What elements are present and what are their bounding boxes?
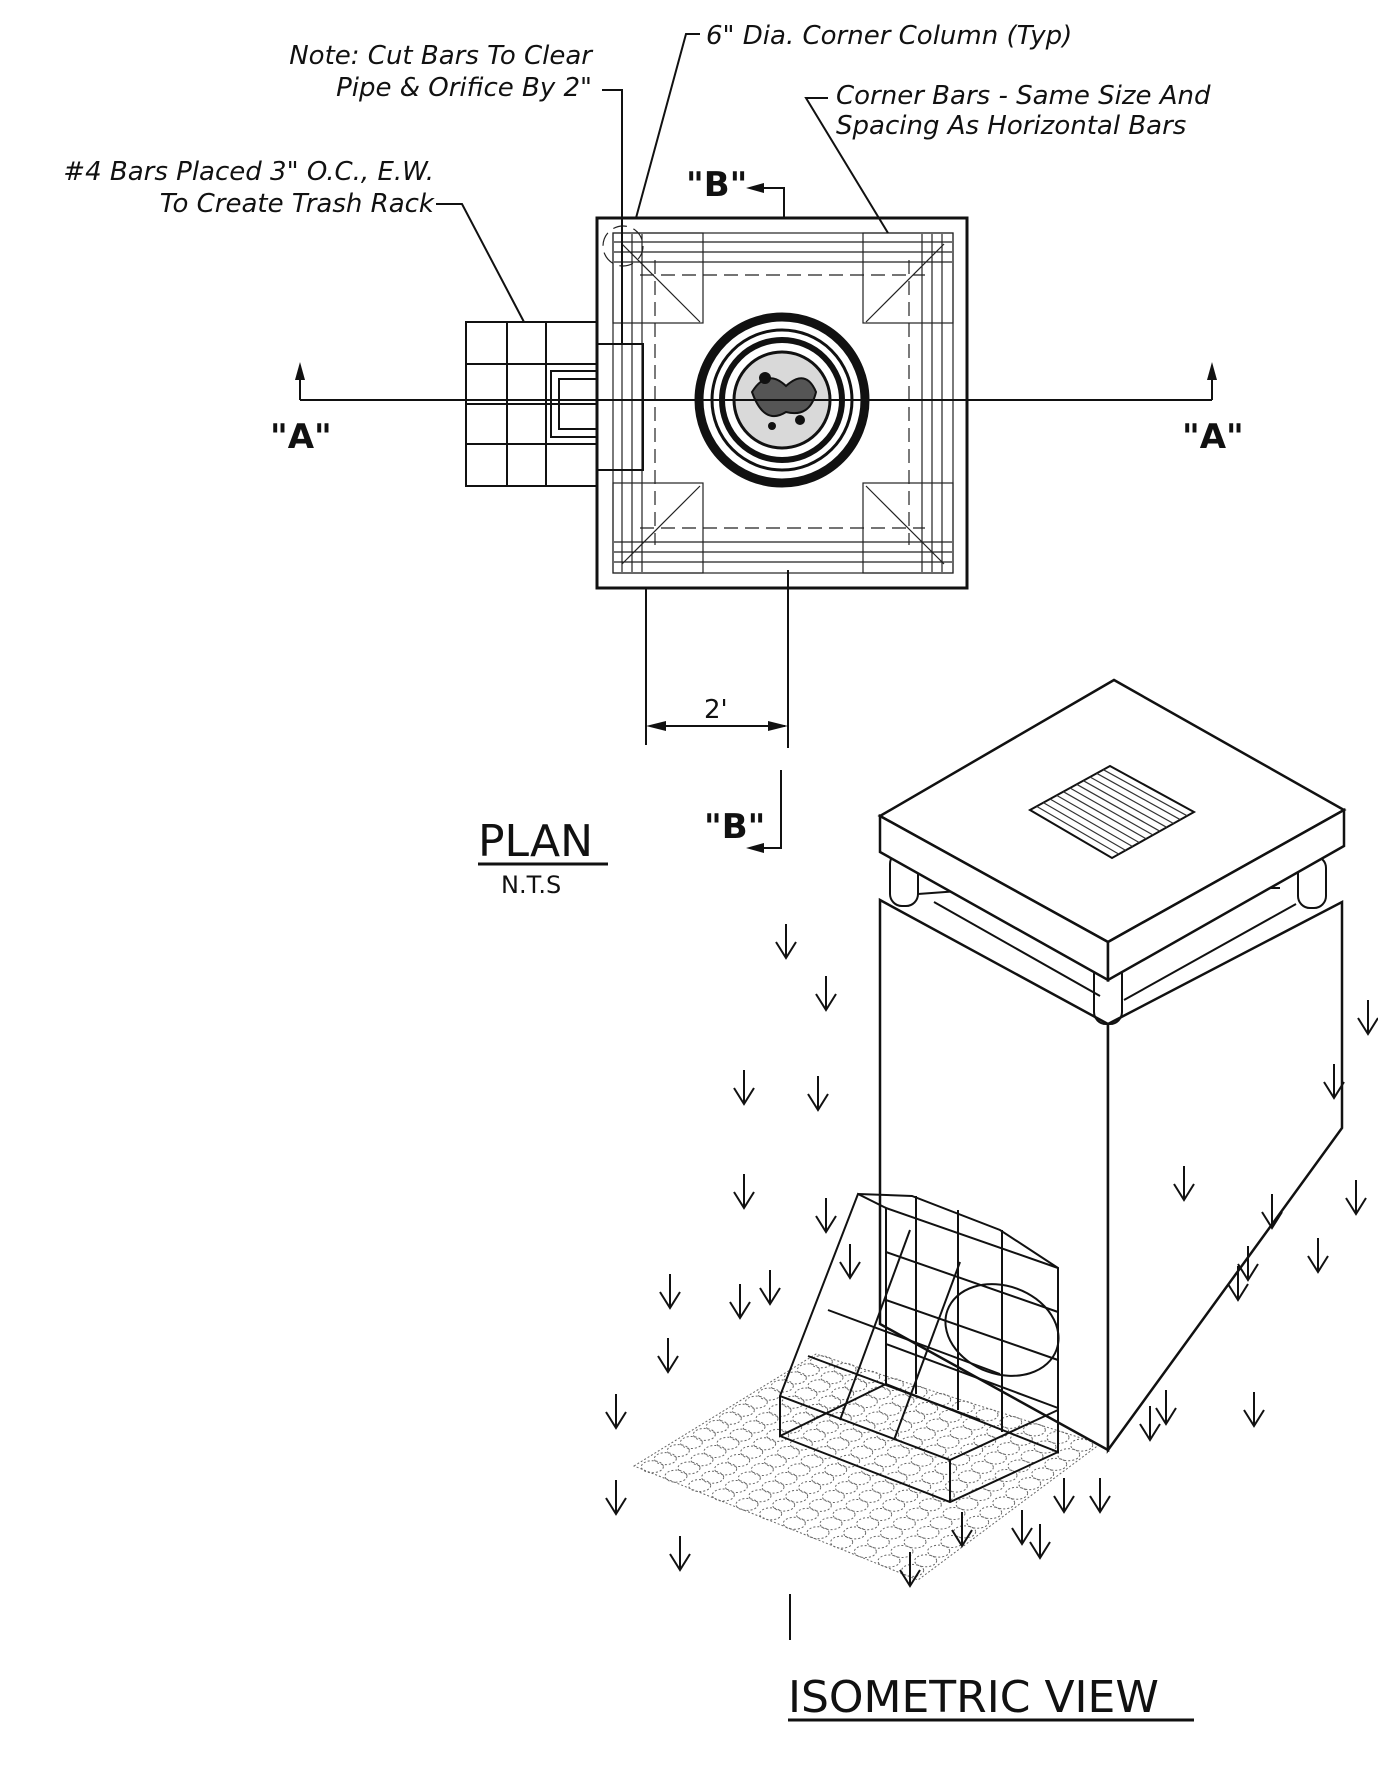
dimension-2ft-label: 2' (704, 695, 728, 725)
section-b-label-top: "B" (686, 165, 747, 205)
leader-trash-rack (436, 203, 525, 323)
plan-bars-left (621, 234, 656, 572)
isometric-view: ISOMETRIC VIEW (605, 678, 1378, 1723)
iso-trash-rack (779, 1192, 1060, 1504)
section-b-line (746, 183, 789, 853)
note-trash-rack-line2: To Create Trash Rack (160, 189, 435, 219)
note-corner-bars-line1: Corner Bars - Same Size And (836, 81, 1211, 111)
iso-riser (878, 897, 1344, 1454)
dimension-2ft (645, 588, 788, 745)
plan-bars-right (908, 234, 943, 572)
plan-bars-top (614, 241, 952, 276)
note-corner-bars-line2: Spacing As Horizontal Bars (836, 111, 1186, 141)
note-corner-column: 6" Dia. Corner Column (Typ) (706, 21, 1072, 51)
iso-riprap-pad (632, 1353, 1102, 1581)
section-a-label-left: "A" (270, 417, 332, 457)
plan-inner-wall (612, 232, 954, 574)
iso-flow-arrows (605, 924, 1378, 1640)
plan-scale: N.T.S (501, 871, 561, 899)
plan-view: "A" "A" "B" "B" 2' Note: Cut Bars To Cle… (63, 21, 1243, 899)
plan-bars-bottom (614, 527, 952, 563)
note-cut-bars-line1: Note: Cut Bars To Clear (289, 41, 594, 71)
plan-title: PLAN (478, 816, 593, 867)
leader-corner-bars (804, 97, 889, 234)
iso-lid-grate (1027, 764, 1197, 860)
plan-corner-bars (612, 232, 954, 574)
note-trash-rack-line1: #4 Bars Placed 3" O.C., E.W. (63, 157, 434, 187)
note-cut-bars-line2: Pipe & Orifice By 2" (336, 73, 592, 103)
section-b-label-bottom: "B" (704, 807, 765, 847)
iso-lid (877, 678, 1347, 983)
section-a-line (295, 362, 1217, 401)
plan-trash-rack (465, 321, 644, 487)
leader-corner-column (635, 33, 700, 219)
section-a-label-right: "A" (1182, 417, 1244, 457)
isometric-title: ISOMETRIC VIEW (788, 1672, 1159, 1723)
leader-cut-bars (602, 89, 623, 344)
